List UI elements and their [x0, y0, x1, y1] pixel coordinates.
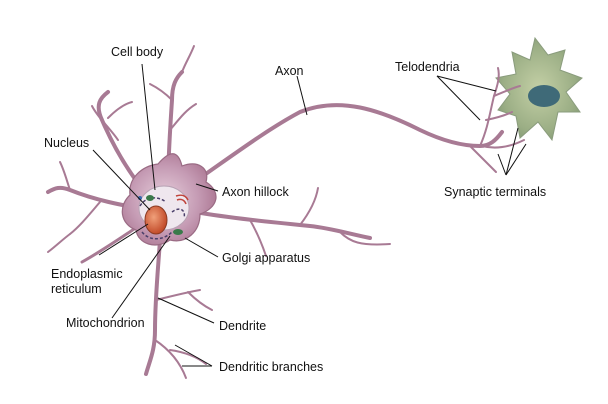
label-endoplasmic-reticulum-line2: reticulum [51, 282, 102, 296]
label-axon-hillock: Axon hillock [222, 185, 289, 199]
label-dendritic-branches: Dendritic branches [219, 360, 323, 374]
soma [121, 153, 217, 246]
label-dendrite: Dendrite [219, 319, 266, 333]
label-synaptic-terminals: Synaptic terminals [444, 185, 546, 199]
leader-lines [92, 63, 527, 367]
mitochondrion-shape [173, 229, 183, 235]
mitochondrion-shape-2 [146, 195, 154, 201]
axon-shape [198, 67, 525, 180]
nucleus-shape [144, 205, 168, 235]
target-cell [495, 36, 583, 142]
label-axon: Axon [275, 64, 304, 78]
label-golgi-apparatus: Golgi apparatus [222, 251, 310, 265]
labels: Cell body Axon Telodendria Nucleus Axon … [44, 45, 546, 374]
label-nucleus: Nucleus [44, 136, 89, 150]
label-cell-body: Cell body [111, 45, 164, 59]
label-mitochondrion: Mitochondrion [66, 316, 145, 330]
target-nucleus [528, 85, 560, 107]
label-endoplasmic-reticulum-line1: Endoplasmic [51, 267, 123, 281]
label-telodendria: Telodendria [395, 60, 460, 74]
golgi-shape [175, 194, 189, 205]
